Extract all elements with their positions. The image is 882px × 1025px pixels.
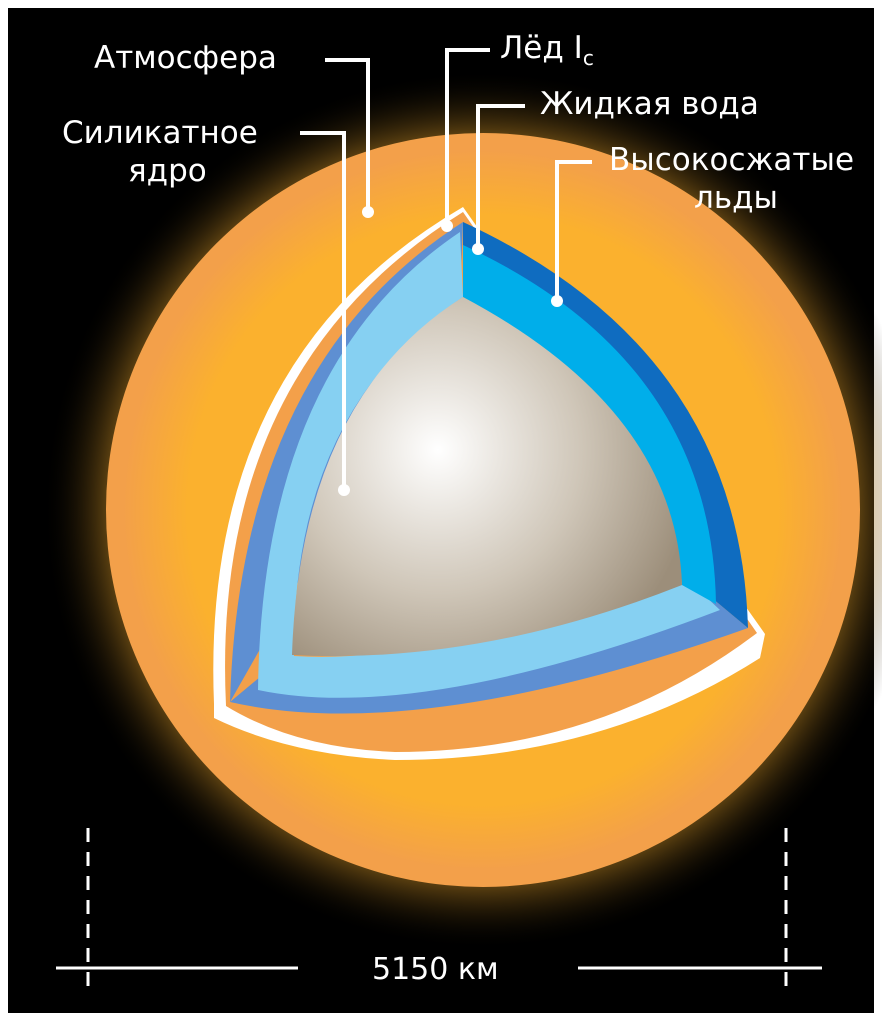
dot-liquid-water xyxy=(472,243,484,255)
label-ice-ic-subscript: c xyxy=(583,46,594,70)
dot-atmosphere xyxy=(362,206,374,218)
label-ice-ic: Лёд Ic xyxy=(500,30,594,70)
leader-hp-ices xyxy=(555,160,592,301)
dot-hp-ices xyxy=(551,295,563,307)
label-silicate-core-line1: Силикатное xyxy=(62,115,258,151)
leader-liquid-water xyxy=(476,104,525,249)
dot-ice-ic xyxy=(441,220,453,232)
liquid-water-right xyxy=(463,245,716,604)
leader-ice-ic xyxy=(445,48,490,226)
label-atmosphere: Атмосфера xyxy=(94,40,277,76)
leader-lines xyxy=(300,48,592,490)
label-hp-ices-line2: льды xyxy=(694,180,778,216)
leader-dots xyxy=(338,206,563,496)
label-silicate-core-line2: ядро xyxy=(128,153,207,189)
label-hp-ices-line1: Высокосжатые xyxy=(609,142,854,178)
dot-silicate-core xyxy=(338,484,350,496)
ice-ic-left xyxy=(258,232,720,698)
label-liquid-water: Жидкая вода xyxy=(540,86,759,122)
label-ice-ic-main: Лёд I xyxy=(500,30,583,66)
scale-label: 5150 км xyxy=(372,952,499,987)
silicate-core xyxy=(292,297,682,657)
leader-silicate-core xyxy=(300,131,346,490)
scale-bar xyxy=(56,828,822,990)
leader-atmosphere xyxy=(325,58,370,212)
